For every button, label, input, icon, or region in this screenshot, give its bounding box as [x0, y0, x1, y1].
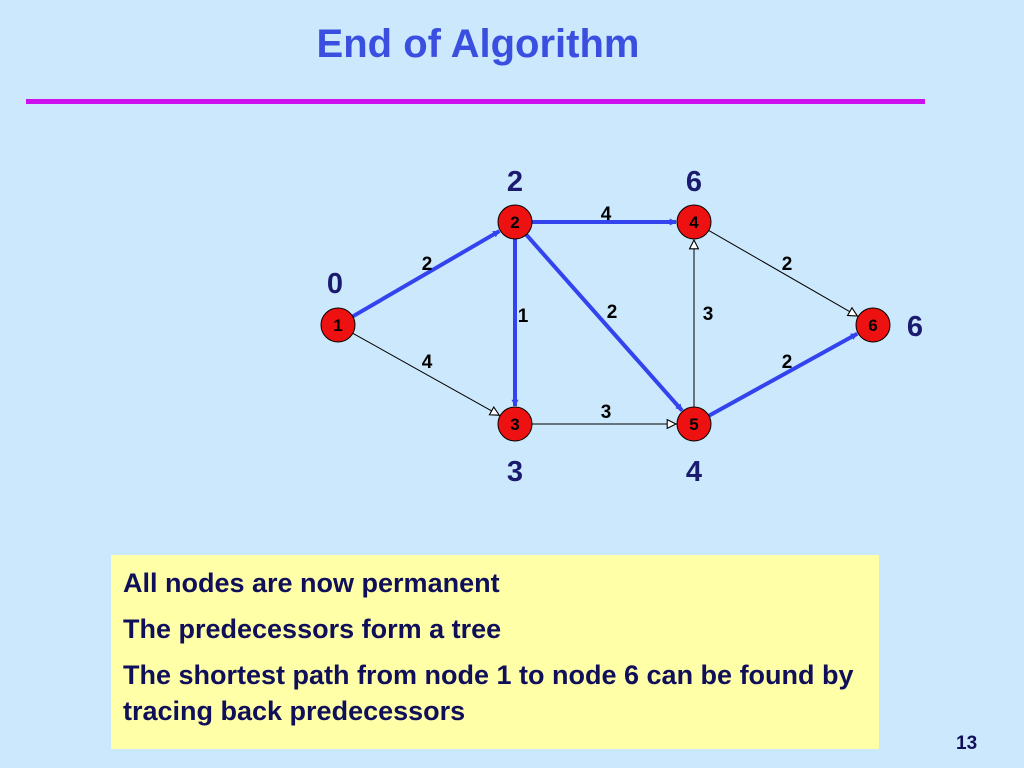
shortest-path-graph: 1 2 3 4 5 6 2 4 4 1 2 3 3 2 2 0 2 3 6 4 6	[320, 166, 923, 488]
node-3: 3	[497, 406, 533, 442]
title-divider	[26, 99, 925, 104]
node-5: 5	[676, 406, 712, 442]
node-6: 6	[855, 307, 891, 343]
node-label: 3	[510, 415, 519, 434]
node-distance-label: 4	[686, 456, 702, 488]
edge-1-3	[352, 332, 499, 415]
node-distance-label: 6	[686, 166, 702, 198]
node-circle	[855, 307, 891, 343]
node-label: 2	[510, 213, 519, 232]
note-line-1: All nodes are now permanent	[123, 568, 500, 598]
note-line-3: The shortest path from node 1 to node 6 …	[123, 660, 854, 726]
node-distance-label: 2	[507, 166, 523, 198]
edge-weight-label: 4	[422, 352, 433, 373]
edge-2-5-tree	[524, 233, 684, 412]
note-line-2: The predecessors form a tree	[123, 614, 502, 644]
node-circle	[497, 204, 533, 240]
node-circle	[497, 406, 533, 442]
node-label: 4	[689, 213, 699, 232]
edge-4-6	[708, 230, 858, 316]
node-label: 5	[689, 415, 698, 434]
node-circle	[676, 204, 712, 240]
edge-weight-label: 1	[518, 306, 529, 327]
edge-weight-label: 3	[601, 402, 612, 423]
edge-1-2-tree	[351, 229, 501, 319]
slide-title: End of Algorithm	[316, 22, 640, 66]
node-distance-label: 3	[507, 456, 523, 488]
page-number: 13	[956, 733, 978, 754]
node-distance-label: 6	[907, 311, 923, 343]
edge-weight-label: 4	[601, 204, 612, 225]
edge-weight-label: 2	[422, 254, 433, 275]
node-circle	[676, 406, 712, 442]
edge-weight-label: 2	[782, 254, 793, 275]
node-2: 2	[497, 204, 533, 240]
node-label: 1	[333, 316, 342, 335]
node-label: 6	[868, 316, 877, 335]
summary-note-box: All nodes are now permanent The predeces…	[111, 555, 879, 749]
edge-weight-label: 2	[607, 302, 618, 323]
node-1: 1	[320, 307, 356, 343]
node-4: 4	[676, 204, 712, 240]
edge-5-6-tree	[707, 331, 859, 418]
node-circle	[320, 307, 356, 343]
edge-weight-label: 3	[703, 304, 714, 325]
edge-weight-label: 2	[782, 352, 793, 373]
node-distance-label: 0	[327, 268, 343, 300]
